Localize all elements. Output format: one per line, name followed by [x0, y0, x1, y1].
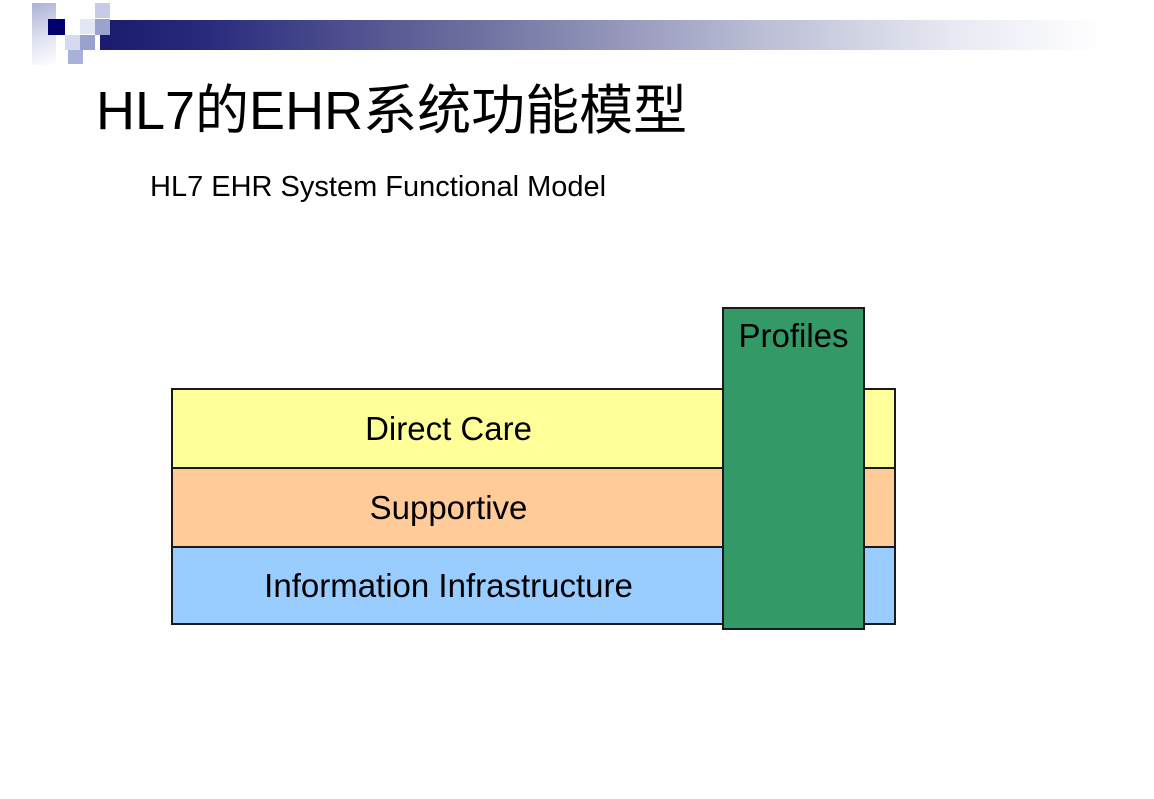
slide-subtitle: HL7 EHR System Functional Model: [150, 171, 607, 203]
header-gradient-bar: [100, 20, 1154, 50]
decor-square: [95, 3, 110, 18]
layer-information-infrastructure-label: Information Infrastructure: [264, 566, 633, 604]
decor-square-navy: [48, 19, 65, 35]
slide-title: HL7的EHR系统功能模型: [96, 81, 688, 141]
decor-square: [80, 35, 95, 50]
decor-square: [95, 19, 110, 35]
decor-square: [65, 35, 80, 50]
layer-supportive-label: Supportive: [369, 488, 528, 526]
decor-square: [80, 19, 95, 34]
profiles-overlay-bar: Profiles: [722, 307, 865, 630]
decor-square: [68, 50, 83, 64]
profiles-label: Profiles: [738, 317, 849, 354]
layer-direct-care-label: Direct Care: [365, 409, 532, 447]
